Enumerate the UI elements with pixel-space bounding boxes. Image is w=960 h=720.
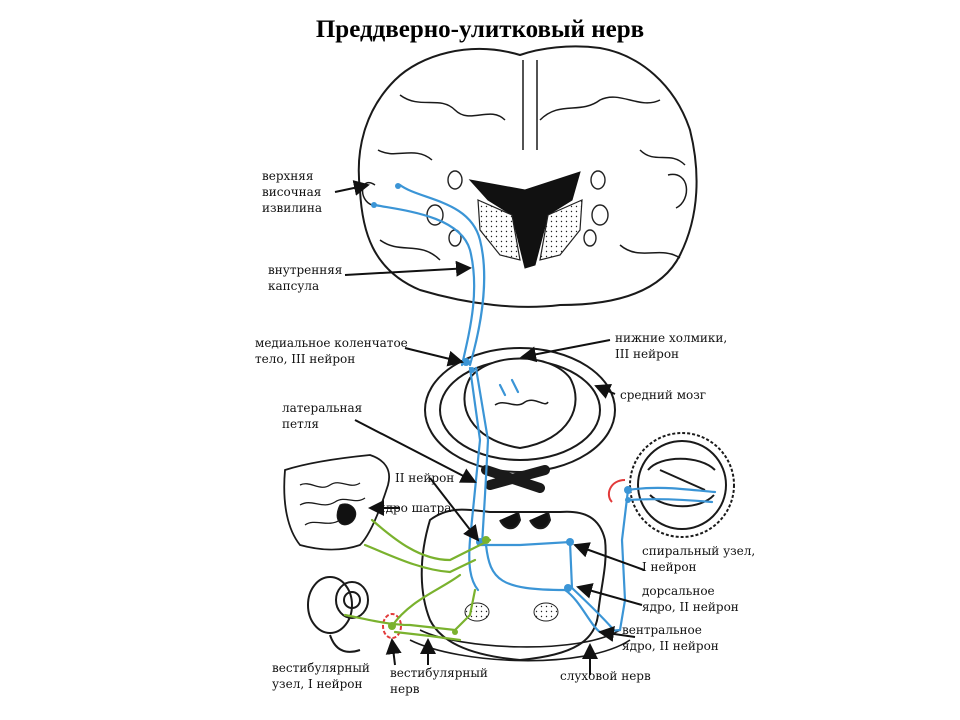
label-inferior-colliculi: нижние холмики, III нейрон bbox=[615, 331, 728, 361]
label-cochlear-nerve: слуховой нерв bbox=[560, 669, 651, 683]
brain-section bbox=[357, 45, 698, 308]
lateral-ventricles bbox=[468, 171, 581, 269]
label-internal-capsule: внутренняя капсула bbox=[268, 263, 343, 293]
label-fastigial-nucleus: ядро шатра bbox=[378, 501, 452, 515]
label-second-neuron: II нейрон bbox=[395, 471, 455, 485]
label-lateral-lemniscus: латеральная петля bbox=[282, 401, 363, 431]
medulla-nucleus-right bbox=[533, 602, 559, 622]
label-midbrain: средний мозг bbox=[620, 388, 707, 402]
basal-ganglia-left bbox=[477, 199, 521, 261]
label-vestibular-ganglion: вестибулярный узел, I нейрон bbox=[272, 661, 370, 691]
label-dorsal-nucleus: дорсальное ядро, II нейрон bbox=[642, 584, 739, 614]
diagram-title: Преддверно-улитковый нерв bbox=[315, 16, 645, 43]
label-vestibular-nerve: вестибулярный нерв bbox=[390, 666, 488, 696]
cochlea-red-mark bbox=[607, 479, 626, 503]
label-arrows bbox=[334, 180, 645, 675]
basal-ganglia-right bbox=[539, 199, 583, 261]
vestibular-labyrinth bbox=[307, 576, 369, 653]
vestibular-nodes bbox=[388, 536, 490, 635]
vestibular-pathway bbox=[343, 518, 492, 642]
vestibular-red-mark bbox=[382, 613, 402, 639]
medulla-nucleus-left bbox=[464, 602, 490, 622]
label-medial-geniculate-body: медиальное коленчатое тело, III нейрон bbox=[255, 336, 408, 366]
label-ventral-nucleus: вентральное ядро, II нейрон bbox=[622, 623, 719, 653]
midbrain bbox=[424, 347, 616, 493]
pathway-nodes bbox=[371, 183, 632, 592]
cochlea-cross-section bbox=[629, 432, 735, 538]
cerebellum bbox=[283, 454, 390, 551]
auditory-pathway bbox=[373, 183, 717, 634]
label-spiral-ganglion: спиральный узел, I нейрон bbox=[642, 544, 756, 574]
label-superior-temporal-gyrus: верхняя височная извилина bbox=[262, 169, 323, 215]
